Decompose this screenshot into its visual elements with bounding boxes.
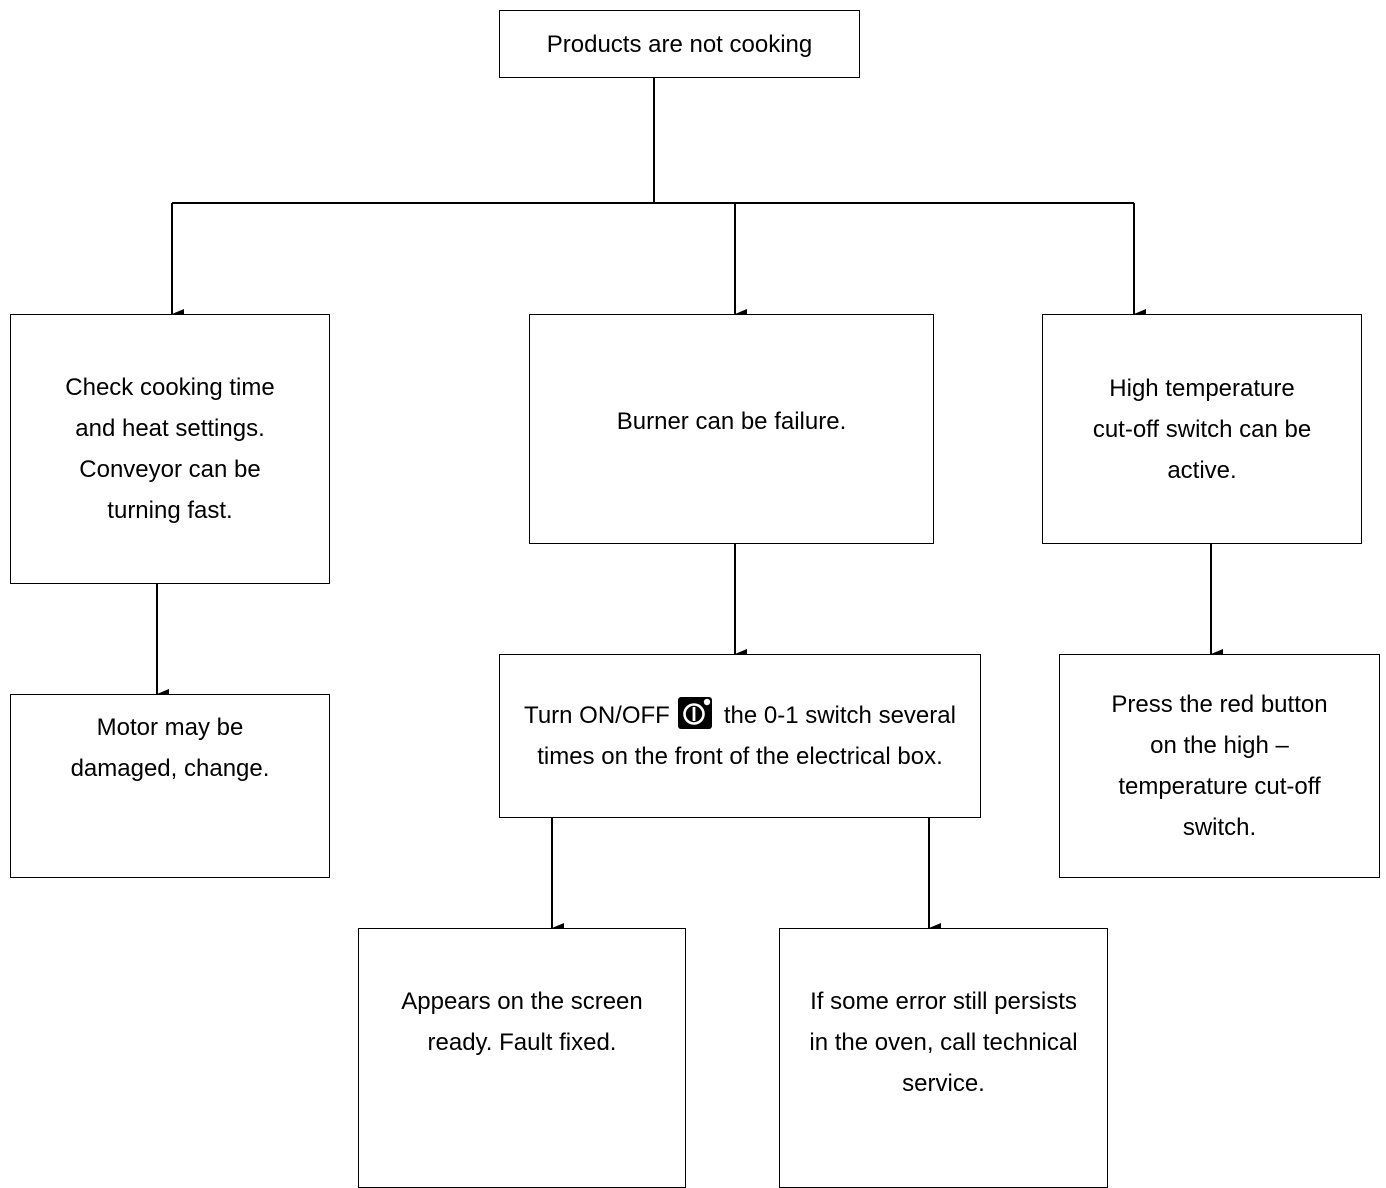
cause-box-high-temp-switch: High temperature cut-off switch can be a… — [1042, 314, 1362, 544]
action-label-power-switch-part2: the 0-1 switch several times on the fron… — [537, 702, 956, 770]
outcome-box-fixed: Appears on the screen ready. Fault fixed… — [358, 928, 686, 1188]
cause-label-high-temp-switch: High temperature cut-off switch can be a… — [1092, 374, 1312, 484]
action-label-power-switch: Turn ON/OFF the 0-1 switch several times… — [524, 695, 956, 777]
outcome-box-persists: If some error still persists in the oven… — [779, 928, 1108, 1188]
cause-box-burner: Burner can be failure. — [529, 314, 934, 544]
root-problem-box: Products are not cooking — [499, 10, 860, 78]
cause-label-cooking-settings: Check cooking time and heat settings. Co… — [65, 374, 275, 524]
cause-label-burner: Burner can be failure. — [616, 408, 847, 435]
action-box-red-button: Press the red button on the high – tempe… — [1059, 654, 1380, 878]
action-box-power-switch: Turn ON/OFF the 0-1 switch several times… — [499, 654, 981, 818]
cause-box-cooking-settings: Check cooking time and heat settings. Co… — [10, 314, 330, 584]
power-switch-icon — [677, 697, 712, 729]
root-problem-label: Products are not cooking — [546, 30, 813, 58]
outcome-label-persists: If some error still persists in the oven… — [809, 988, 1078, 1097]
action-label-motor: Motor may be damaged, change. — [70, 714, 270, 782]
action-box-motor: Motor may be damaged, change. — [10, 694, 330, 878]
action-label-red-button: Press the red button on the high – tempe… — [1111, 691, 1328, 841]
action-label-power-switch-part1: Turn ON/OFF — [524, 702, 670, 729]
outcome-label-fixed: Appears on the screen ready. Fault fixed… — [401, 988, 643, 1056]
